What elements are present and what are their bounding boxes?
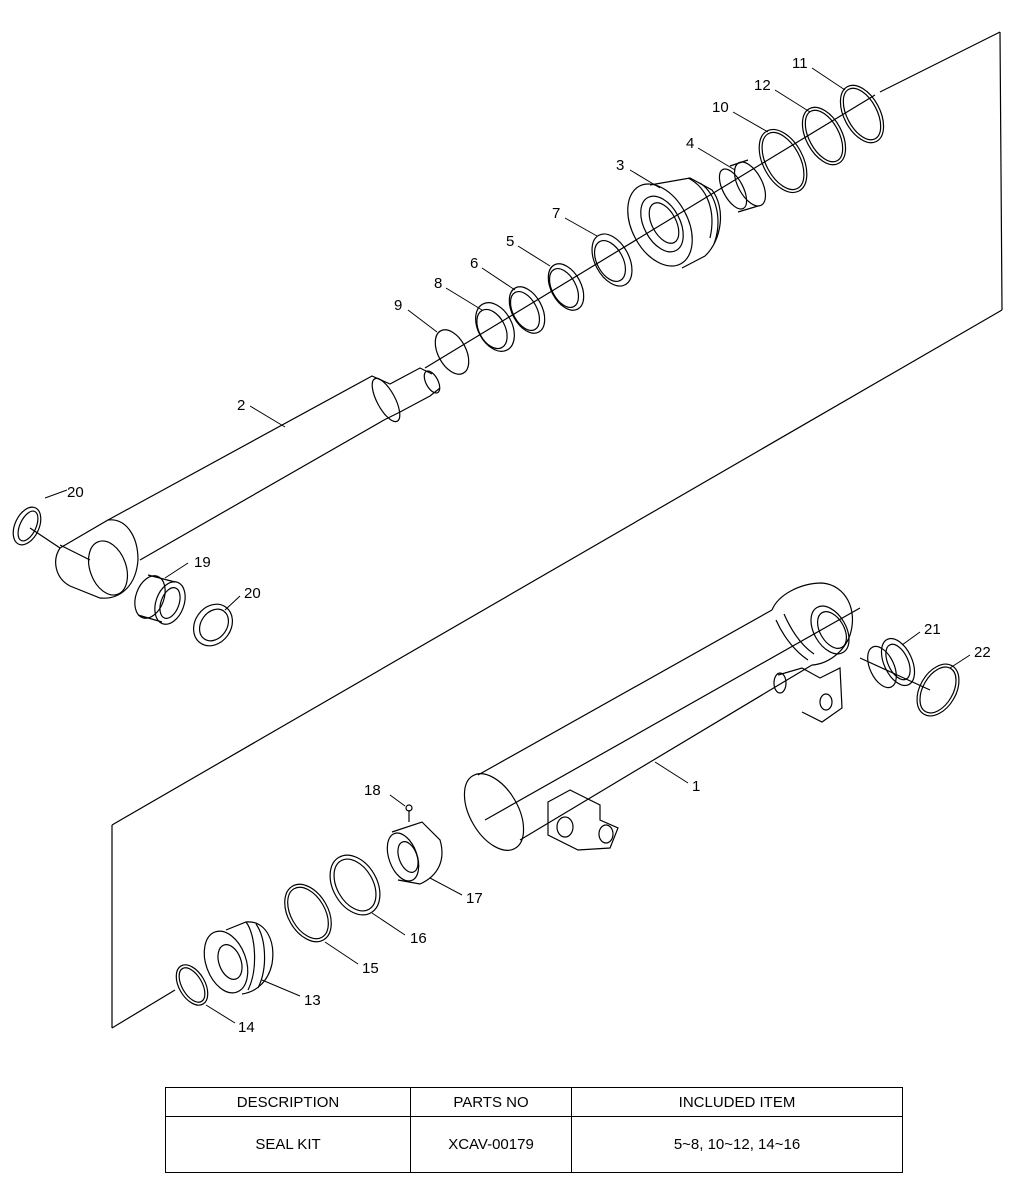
label-17: 17	[466, 890, 483, 907]
part-labels: 11 12 10 4 3 7 5 6 8 9 2 20 19 20 21 22 …	[67, 55, 991, 1036]
label-8: 8	[434, 275, 442, 292]
exploded-parts-diagram: 11 12 10 4 3 7 5 6 8 9 2 20 19 20 21 22 …	[12, 31, 1003, 1036]
o-ring-14	[175, 964, 209, 1006]
piston-13	[203, 921, 274, 995]
rod-seal-8	[475, 302, 515, 352]
frame-lines	[111, 31, 1003, 1029]
piston-seal-16	[329, 854, 381, 916]
bushing-5	[547, 263, 585, 311]
dust-seal-20-lower	[192, 603, 234, 647]
label-19: 19	[194, 554, 211, 571]
label-21: 21	[924, 621, 941, 638]
o-ring-9	[434, 329, 470, 375]
set-screw-18	[405, 804, 413, 822]
label-13: 13	[304, 992, 321, 1009]
label-16: 16	[410, 930, 427, 947]
label-15: 15	[362, 960, 379, 977]
snap-ring-22	[916, 663, 960, 717]
label-5: 5	[506, 233, 514, 250]
leader-lines	[44, 67, 971, 1024]
dust-wiper-7	[591, 233, 633, 287]
o-ring-12	[801, 106, 847, 166]
bushing-4	[718, 159, 767, 213]
seal-kit-table: DESCRIPTION PARTS NO INCLUDED ITEM SEAL …	[165, 1087, 903, 1173]
piston-rod	[55, 367, 441, 599]
header-description: DESCRIPTION	[165, 1087, 411, 1117]
table-row: SEAL KIT XCAV-00179 5~8, 10~12, 14~16	[165, 1116, 903, 1173]
cell-included-item: 5~8, 10~12, 14~16	[571, 1116, 903, 1173]
cell-description: SEAL KIT	[165, 1116, 411, 1173]
label-2: 2	[237, 397, 245, 414]
center-lines	[29, 94, 931, 821]
label-20-lower: 20	[244, 585, 261, 602]
label-22: 22	[974, 644, 991, 661]
label-20-upper: 20	[67, 484, 84, 501]
cell-parts-no: XCAV-00179	[410, 1116, 572, 1173]
label-7: 7	[552, 205, 560, 222]
header-included-item: INCLUDED ITEM	[571, 1087, 903, 1117]
label-14: 14	[238, 1019, 255, 1036]
header-parts-no: PARTS NO	[410, 1087, 572, 1117]
label-10: 10	[712, 99, 729, 116]
cylinder-tube	[463, 582, 854, 851]
label-18: 18	[364, 782, 381, 799]
rod-cover-3	[627, 177, 722, 269]
label-11: 11	[792, 55, 808, 72]
dust-seal-20-upper	[12, 506, 42, 546]
label-12: 12	[754, 77, 771, 94]
label-1: 1	[692, 778, 700, 795]
label-4: 4	[686, 135, 694, 152]
label-3: 3	[616, 157, 624, 174]
label-9: 9	[394, 297, 402, 314]
back-up-ring-11	[839, 84, 885, 144]
buffer-ring-6	[508, 286, 546, 334]
piston-17	[386, 821, 443, 885]
wear-ring-15	[284, 883, 332, 943]
label-6: 6	[470, 255, 478, 272]
bushing-19	[134, 574, 186, 625]
table-header-row: DESCRIPTION PARTS NO INCLUDED ITEM	[165, 1087, 903, 1117]
bushing-21	[867, 637, 916, 689]
